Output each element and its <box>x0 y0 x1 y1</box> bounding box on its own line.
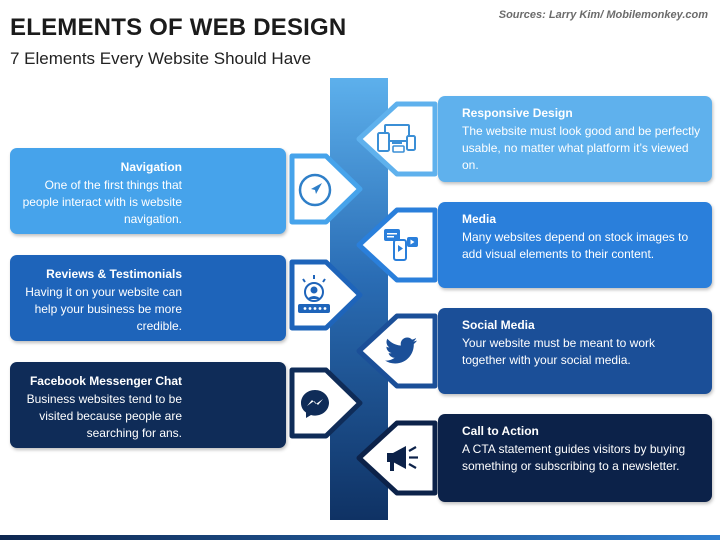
card-media: Media Many websites depend on stock imag… <box>438 202 712 288</box>
card-text: Your website must be meant to work toget… <box>462 336 655 367</box>
card-text: The website must look good and be perfec… <box>462 124 701 172</box>
card-responsive-design: Responsive Design The website must look … <box>438 96 712 182</box>
card-text: One of the first things that people inte… <box>22 178 182 226</box>
reviewer-rating-icon <box>298 275 330 313</box>
card-facebook-messenger-chat: Facebook Messenger Chat Business website… <box>10 362 286 448</box>
card-title: Social Media <box>462 318 535 332</box>
card-title: Navigation <box>120 160 182 174</box>
card-text: Having it on your website can help your … <box>25 285 182 333</box>
card-title: Media <box>462 212 497 226</box>
page-title: ELEMENTS OF WEB DESIGN <box>10 14 347 41</box>
card-title: Reviews & Testimonials <box>46 267 182 281</box>
card-social-media: Social Media Your website must be meant … <box>438 308 712 394</box>
card-reviews-testimonials: Reviews & Testimonials Having it on your… <box>10 255 286 341</box>
card-title: Call to Action <box>462 424 539 438</box>
card-title: Facebook Messenger Chat <box>29 374 182 388</box>
bottom-accent-bar <box>0 535 720 540</box>
messenger-icon <box>301 390 329 418</box>
arrow-media <box>356 207 438 283</box>
compass-navigation-icon <box>298 173 332 207</box>
arrow-responsive <box>356 101 438 177</box>
card-call-to-action: Call to Action A CTA statement guides vi… <box>438 414 712 502</box>
media-icon <box>384 229 418 261</box>
arrow-navigation <box>289 153 363 225</box>
card-navigation: Navigation One of the first things that … <box>10 148 286 234</box>
page-subtitle: 7 Elements Every Website Should Have <box>10 49 312 68</box>
source-credit: Sources: Larry Kim/ Mobilemonkey.com <box>498 9 708 21</box>
card-title: Responsive Design <box>462 106 573 120</box>
megaphone-icon <box>387 446 418 471</box>
devices-icon <box>377 124 416 153</box>
twitter-bird-icon <box>385 337 417 364</box>
card-text: A CTA statement guides visitors by buyin… <box>462 442 686 473</box>
card-text: Many websites depend on stock images to … <box>462 230 689 261</box>
card-text: Business websites tend to be visited bec… <box>26 392 182 440</box>
